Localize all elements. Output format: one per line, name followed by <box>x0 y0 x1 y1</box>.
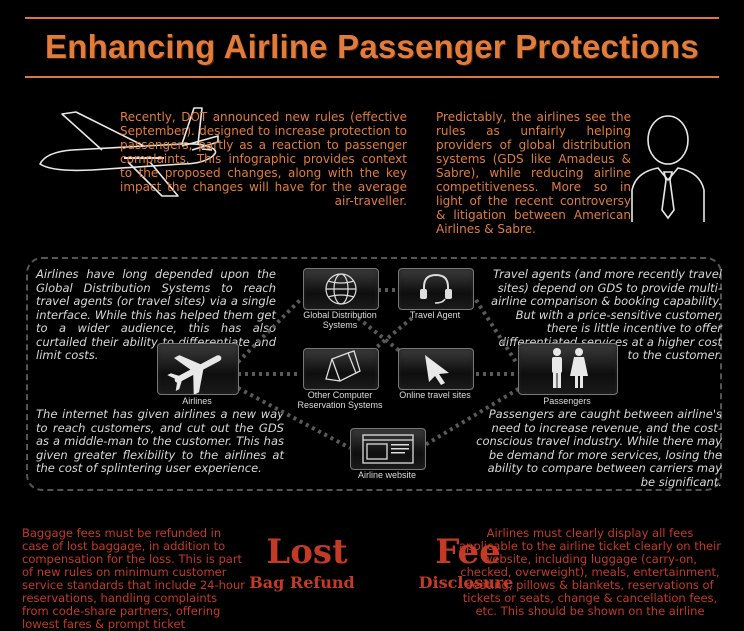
title-rule-bottom <box>25 76 719 78</box>
intro-left-text: Recently, DOT announced new rules (effec… <box>120 110 407 208</box>
globe-icon <box>325 273 357 305</box>
gds-node <box>303 268 379 310</box>
diagram-text-top-right: Travel agents (and more recently travel … <box>491 267 722 362</box>
airlines-label: Airlines <box>182 396 212 406</box>
gds-label: Global Distribution Systems <box>303 310 377 330</box>
travel-agent-node <box>398 268 474 310</box>
fee-disclosure-heading: Fee <box>435 532 501 572</box>
title-rule-top <box>25 17 719 19</box>
page-title: Enhancing Airline Passenger Protections <box>45 28 699 65</box>
airlines-node <box>157 343 239 396</box>
lost-bag-text: Baggage fees must be refunded in case of… <box>22 526 245 631</box>
lost-bag-subheading: Bag Refund <box>249 573 355 592</box>
passengers-icon <box>552 348 588 388</box>
lost-bag-heading: Lost <box>266 532 348 572</box>
headset-icon <box>420 273 452 304</box>
passengers-node <box>518 343 618 395</box>
fee-disclosure-text: Airlines must clearly display all fees a… <box>458 526 722 618</box>
diagram-text-bottom-left: The internet has given airlines a new wa… <box>36 407 284 475</box>
passengers-label: Passengers <box>543 396 591 406</box>
fee-disclosure-subheading: Disclosure <box>418 573 514 592</box>
distribution-diagram <box>26 257 722 491</box>
online-travel-node <box>398 348 474 390</box>
cursor-icon <box>425 355 449 385</box>
online-travel-label: Online travel sites <box>399 390 471 400</box>
other-crs-node <box>303 348 379 390</box>
cube-icon <box>325 350 361 382</box>
travel-agent-label: Travel Agent <box>409 310 461 320</box>
airline-website-node <box>350 428 426 470</box>
person-icon <box>631 115 705 222</box>
browser-window-icon <box>362 434 414 464</box>
diagram-text-top-left: Airlines have long depended upon the Glo… <box>36 267 276 362</box>
intro-right-text: Predictably, the airlines see the rules … <box>436 110 631 236</box>
plane-icon <box>167 355 222 396</box>
other-crs-label: Other Computer Reservation Systems <box>297 390 383 410</box>
airline-website-label: Airline website <box>357 470 417 480</box>
airplane-icon <box>39 107 219 197</box>
diagram-text-bottom-right: Passengers are caught between airline's … <box>476 407 722 489</box>
